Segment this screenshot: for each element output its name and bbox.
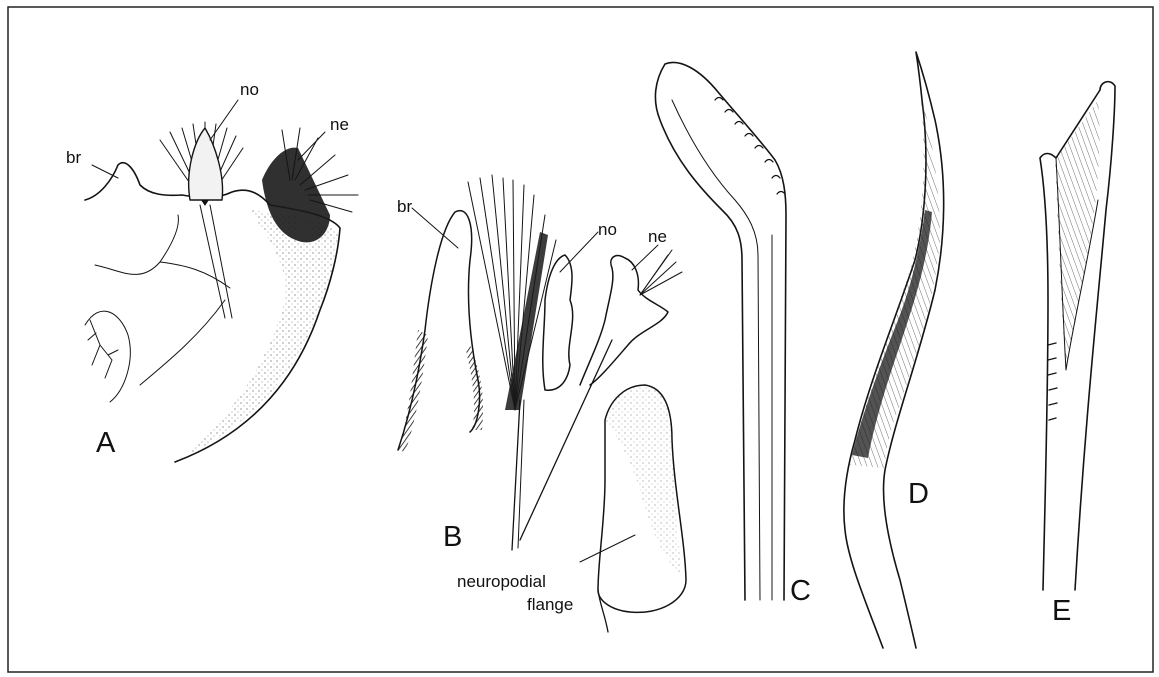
panel-c: C: [655, 62, 811, 607]
panel-a-stipple: [180, 210, 338, 458]
panel-a-ne-label: ne: [330, 115, 349, 134]
panel-b-branchia-hatch-2: [466, 345, 483, 430]
panel-a-internal-line: [95, 215, 178, 274]
panel-b-no-leader: [560, 232, 598, 272]
panel-b-letter: B: [443, 521, 462, 553]
panel-a: br no ne A: [66, 80, 358, 462]
panel-b-br-leader: [412, 208, 458, 248]
panel-e: E: [1040, 82, 1115, 627]
panel-d-letter: D: [908, 478, 929, 510]
panel-a-notopodium-lobe: [189, 128, 223, 200]
panel-b-flange-label-1: neuropodial: [457, 572, 546, 591]
panel-b-ne-leader: [632, 245, 658, 270]
panel-a-letter: A: [96, 427, 116, 459]
panel-a-ne-leader: [298, 132, 325, 160]
panel-b-flange-label-2: flange: [527, 595, 573, 614]
panel-a-lower-line: [140, 300, 225, 385]
panel-a-internal-line-2: [160, 262, 230, 288]
panel-c-letter: C: [790, 575, 811, 607]
panel-a-br-leader: [92, 165, 118, 178]
panel-b-br-label: br: [397, 197, 412, 216]
panel-b-no-label: no: [598, 220, 617, 239]
panel-c-teeth: [715, 98, 785, 195]
panel-b-flange-leader: [580, 535, 635, 562]
panel-b-notochaetae-dark: [505, 232, 548, 410]
panel-c-hook-inner: [672, 100, 772, 600]
panel-d: D: [844, 52, 944, 648]
panel-a-vessel: [88, 320, 118, 378]
panel-e-letter: E: [1052, 595, 1071, 627]
panel-e-blade-hatch: [1055, 100, 1100, 370]
panel-b-ne-label: ne: [648, 227, 667, 246]
panel-a-aciculum: [200, 205, 232, 318]
panel-b-aciculum: [520, 340, 612, 540]
panel-a-no-leader: [210, 100, 238, 140]
panel-a-br-label: br: [66, 148, 81, 167]
panel-b-flange-stem: [598, 590, 608, 632]
figure-frame: [8, 7, 1153, 672]
panel-a-no-label: no: [240, 80, 259, 99]
panel-e-serrations: [1048, 343, 1057, 420]
panel-b: br no ne neuropodial flange B: [397, 175, 686, 632]
panel-b-flange-stipple: [605, 385, 680, 575]
